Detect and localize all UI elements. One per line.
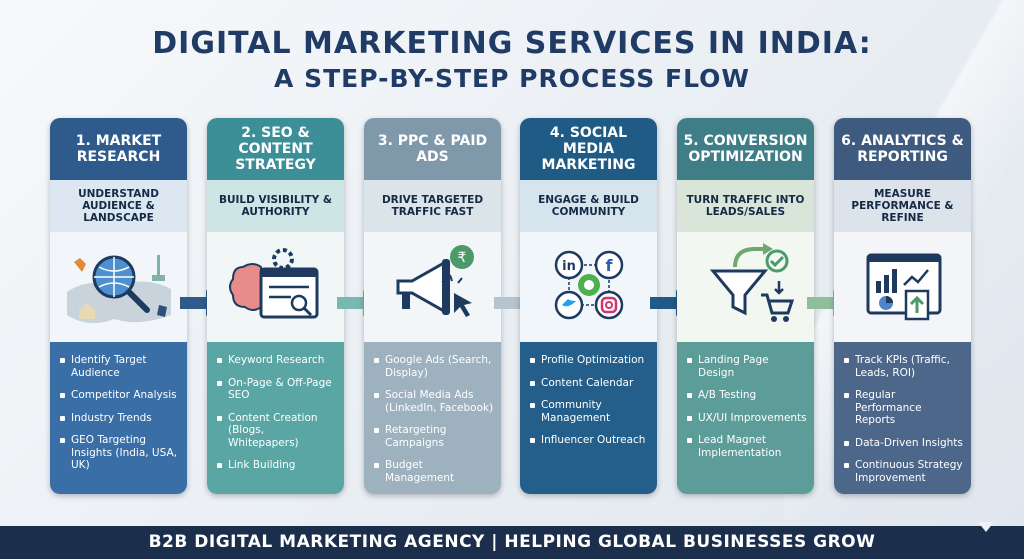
- analytics-dashboard-icon: [834, 232, 971, 342]
- step-heading: 4. SOCIAL MEDIA MARKETING: [520, 118, 657, 180]
- list-item: Regular Performance Reports: [844, 389, 965, 427]
- step-heading: 5. CONVERSION OPTIMIZATION: [677, 118, 814, 180]
- list-item: Link Building: [217, 459, 338, 472]
- step-subheading: UNDERSTAND AUDIENCE & LANDSCAPE: [50, 180, 187, 232]
- step-list: Identify Target Audience Competitor Anal…: [50, 342, 187, 494]
- footer-banner: B2B DIGITAL MARKETING AGENCY | HELPING G…: [0, 522, 1024, 559]
- list-item: Continuous Strategy Improvement: [844, 459, 965, 484]
- page-subtitle: A STEP-BY-STEP PROCESS FLOW: [274, 64, 750, 93]
- list-item: Profile Optimization: [530, 354, 651, 367]
- funnel-cart-icon: [677, 232, 814, 342]
- step-subheading: MEASURE PERFORMANCE & REFINE: [834, 180, 971, 232]
- list-item: Keyword Research: [217, 354, 338, 367]
- list-item: Content Calendar: [530, 377, 651, 390]
- list-item: Influencer Outreach: [530, 434, 651, 447]
- list-item: Competitor Analysis: [60, 389, 181, 402]
- list-item: Lead Magnet Implementation: [687, 434, 808, 459]
- list-item: Identify Target Audience: [60, 354, 181, 379]
- list-item: Social Media Ads (LinkedIn, Facebook): [374, 389, 495, 414]
- list-item: GEO Targeting Insights (India, USA, UK): [60, 434, 181, 472]
- step-card-ppc-ads: 3. PPC & PAID ADS DRIVE TARGETED TRAFFIC…: [364, 118, 501, 494]
- globe-search-icon: [50, 232, 187, 342]
- list-item: Budget Management: [374, 459, 495, 484]
- list-item: Track KPIs (Traffic, Leads, ROI): [844, 354, 965, 379]
- step-card-conversion: 5. CONVERSION OPTIMIZATION TURN TRAFFIC …: [677, 118, 814, 494]
- page-title: DIGITAL MARKETING SERVICES IN INDIA:: [152, 26, 872, 61]
- list-item: A/B Testing: [687, 389, 808, 402]
- list-item: On-Page & Off-Page SEO: [217, 377, 338, 402]
- step-card-social-media: 4. SOCIAL MEDIA MARKETING ENGAGE & BUILD…: [520, 118, 657, 494]
- step-heading: 3. PPC & PAID ADS: [364, 118, 501, 180]
- step-card-seo-content: 2. SEO & CONTENT STRATEGY BUILD VISIBILI…: [207, 118, 344, 494]
- svg-text:in: in: [562, 259, 576, 274]
- step-list: Keyword Research On-Page & Off-Page SEO …: [207, 342, 344, 494]
- step-subheading: BUILD VISIBILITY & AUTHORITY: [207, 180, 344, 232]
- step-subheading: TURN TRAFFIC INTO LEADS/SALES: [677, 180, 814, 232]
- step-card-market-research: 1. MARKET RESEARCH UNDERSTAND AUDIENCE &…: [50, 118, 187, 494]
- list-item: Community Management: [530, 399, 651, 424]
- step-list: Landing Page Design A/B Testing UX/UI Im…: [677, 342, 814, 494]
- step-list: Google Ads (Search, Display) Social Medi…: [364, 342, 501, 494]
- seo-content-icon: [207, 232, 344, 342]
- list-item: Google Ads (Search, Display): [374, 354, 495, 379]
- step-list: Track KPIs (Traffic, Leads, ROI) Regular…: [834, 342, 971, 494]
- list-item: Retargeting Campaigns: [374, 424, 495, 449]
- step-list: Profile Optimization Content Calendar Co…: [520, 342, 657, 494]
- list-item: Landing Page Design: [687, 354, 808, 379]
- step-card-analytics: 6. ANALYTICS & REPORTING MEASURE PERFORM…: [834, 118, 971, 494]
- list-item: Content Creation (Blogs, Whitepapers): [217, 412, 338, 450]
- step-subheading: ENGAGE & BUILD COMMUNITY: [520, 180, 657, 232]
- svg-text:₹: ₹: [457, 250, 466, 266]
- social-network-icon: in f: [520, 232, 657, 342]
- list-item: UX/UI Improvements: [687, 412, 808, 425]
- step-heading: 6. ANALYTICS & REPORTING: [834, 118, 971, 180]
- megaphone-rupee-icon: ₹: [364, 232, 501, 342]
- step-heading: 2. SEO & CONTENT STRATEGY: [207, 118, 344, 180]
- list-item: Data-Driven Insights: [844, 437, 965, 450]
- step-heading: 1. MARKET RESEARCH: [50, 118, 187, 180]
- step-subheading: DRIVE TARGETED TRAFFIC FAST: [364, 180, 501, 232]
- list-item: Industry Trends: [60, 412, 181, 425]
- svg-text:f: f: [605, 256, 613, 275]
